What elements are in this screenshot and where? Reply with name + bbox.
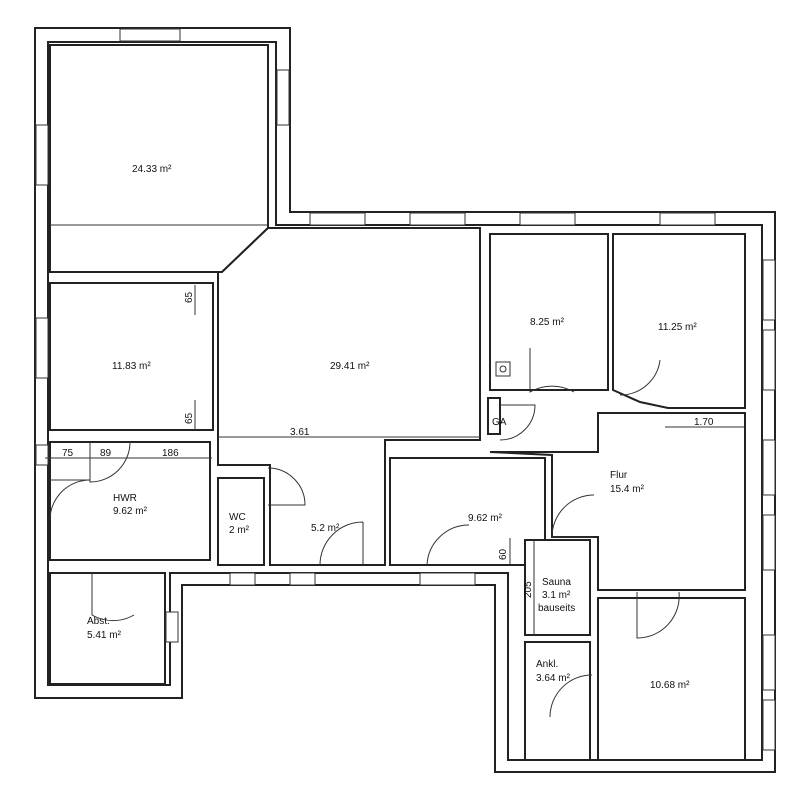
room-area-label: 24.33 m²: [132, 164, 172, 175]
room-area-label: 29.41 m²: [330, 361, 370, 372]
room-area-label: 9.62 m²: [468, 513, 503, 524]
room-name-label: Flur: [610, 470, 628, 481]
dimension-label: 65: [184, 291, 195, 303]
room-wc: [217, 477, 265, 566]
windows: [35, 28, 776, 751]
room-area-label: 5.2 m²: [311, 523, 340, 534]
dimension-label: 3.61: [290, 427, 310, 438]
dimension-label: 89: [100, 448, 112, 459]
room-ankl: [524, 641, 591, 761]
dimension-label: 65: [184, 412, 195, 424]
room-area-label: 11.83 m²: [112, 361, 151, 372]
dimension-label: 75: [62, 448, 74, 459]
room-8-25: [489, 233, 609, 391]
room-sauna: [524, 539, 591, 636]
dimension-label: 186: [162, 448, 179, 459]
room-note-label: bauseits: [538, 603, 575, 614]
room-abst: [49, 572, 166, 685]
room-name-label: Sauna: [542, 577, 571, 588]
room-area-label: 2 m²: [229, 525, 250, 536]
room-name-label: WC: [229, 512, 246, 523]
chimney-flue: [499, 365, 507, 373]
room-flur: [489, 412, 746, 591]
ga-shaft: [487, 397, 501, 435]
dimension-lines: [45, 285, 745, 635]
room-name-label: Ankl.: [536, 659, 558, 670]
room-hall: [217, 227, 481, 566]
room-area-label: 15.4 m²: [610, 484, 645, 495]
room-area-label: 5.41 m²: [87, 630, 122, 641]
room-name-label: Abst.: [87, 616, 110, 627]
room-name-label: GA: [492, 417, 507, 428]
room-10-68: [597, 597, 746, 761]
room-area-label: 3.1 m²: [542, 590, 571, 601]
chimney: [495, 361, 511, 377]
room-area-label: 11.25 m²: [658, 322, 697, 333]
room-area-label: 3.64 m²: [536, 673, 571, 684]
doors: [49, 348, 680, 718]
dimension-label: 60: [498, 548, 509, 560]
room-area-label: 10.68 m²: [650, 680, 690, 691]
outer-wall: [34, 27, 776, 773]
dimension-label: 205: [523, 581, 534, 598]
room-area-label: 9.62 m²: [113, 506, 148, 517]
dimension-label: 1.70: [694, 417, 714, 428]
room-9-62: [389, 457, 546, 566]
room-11-83: [49, 282, 214, 431]
room-hwr: [49, 441, 211, 561]
room-24-33: [49, 44, 269, 273]
room-name-label: HWR: [113, 493, 137, 504]
room-area-label: 8.25 m²: [530, 317, 565, 328]
room-11-25: [612, 233, 746, 409]
